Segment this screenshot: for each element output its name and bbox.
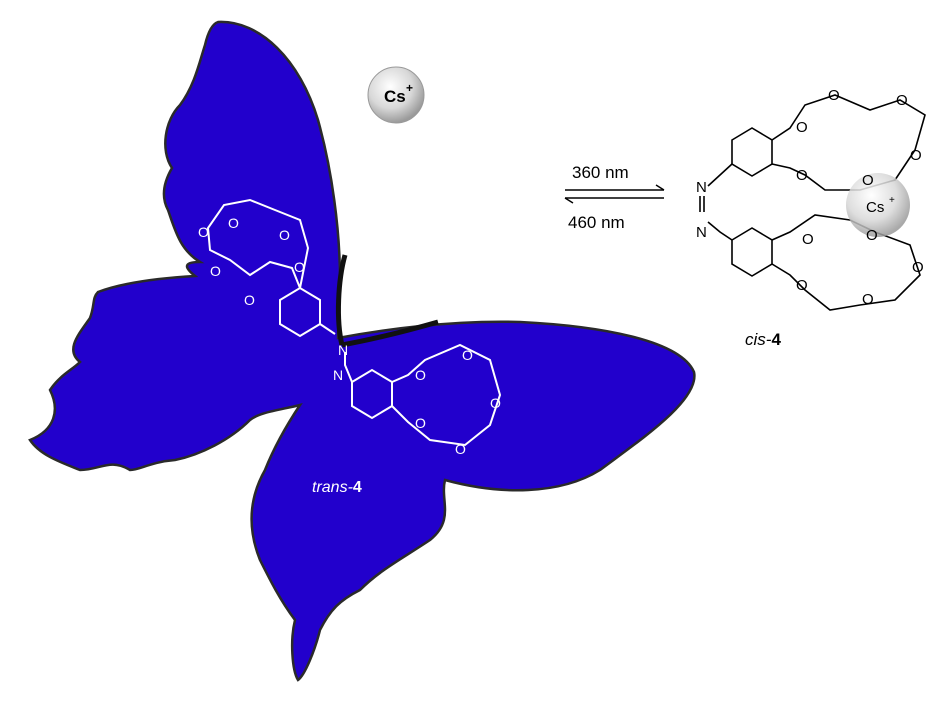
svg-text:Cs: Cs bbox=[384, 87, 406, 106]
trans-4-label: trans-4 bbox=[312, 479, 362, 496]
svg-text:O: O bbox=[415, 415, 426, 431]
svg-text:O: O bbox=[294, 259, 305, 275]
svg-text:N: N bbox=[333, 367, 343, 383]
svg-text:O: O bbox=[796, 119, 808, 136]
svg-text:O: O bbox=[244, 292, 255, 308]
svg-text:O: O bbox=[198, 224, 209, 240]
svg-text:O: O bbox=[866, 227, 878, 244]
svg-text:trans-4: trans-4 bbox=[312, 479, 362, 496]
svg-text:O: O bbox=[796, 167, 808, 184]
svg-text:O: O bbox=[279, 227, 290, 243]
antenna-right bbox=[341, 319, 439, 348]
butterfly-silhouette bbox=[28, 20, 696, 682]
svg-text:O: O bbox=[910, 147, 922, 164]
svg-text:O: O bbox=[415, 367, 426, 383]
cis-4-label: cis-4 bbox=[745, 330, 781, 349]
trans-4-atom-labels: N N O O O O O O O O O O O bbox=[198, 215, 501, 457]
trans-4-molecule bbox=[206, 198, 502, 447]
svg-text:O: O bbox=[796, 277, 808, 294]
svg-text:+: + bbox=[889, 195, 895, 206]
svg-text:+: + bbox=[406, 81, 413, 95]
cis-4-atom-labels: N N O O O O O O O O O O O bbox=[696, 87, 924, 308]
svg-text:O: O bbox=[862, 172, 874, 189]
svg-text:N: N bbox=[338, 342, 348, 358]
forward-wavelength-label: 360 nm bbox=[572, 163, 629, 182]
svg-text:cis-4: cis-4 bbox=[745, 330, 781, 349]
svg-text:O: O bbox=[462, 347, 473, 363]
svg-text:O: O bbox=[228, 215, 239, 231]
svg-text:O: O bbox=[828, 87, 840, 104]
cis-4-cesium: Cs + bbox=[846, 173, 910, 237]
equilibrium-arrows bbox=[564, 184, 665, 204]
svg-text:O: O bbox=[896, 92, 908, 109]
reverse-wavelength-label: 460 nm bbox=[568, 213, 625, 232]
cis-4-molecule bbox=[699, 94, 926, 311]
svg-text:O: O bbox=[912, 259, 924, 276]
cesium-ion: Cs + bbox=[367, 66, 425, 124]
antenna-left bbox=[335, 254, 348, 346]
svg-text:O: O bbox=[490, 395, 501, 411]
svg-text:O: O bbox=[802, 231, 814, 248]
svg-text:O: O bbox=[210, 263, 221, 279]
svg-text:N: N bbox=[696, 224, 707, 241]
svg-text:Cs: Cs bbox=[866, 199, 884, 216]
svg-text:O: O bbox=[862, 291, 874, 308]
svg-text:N: N bbox=[696, 179, 707, 196]
svg-text:O: O bbox=[455, 441, 466, 457]
